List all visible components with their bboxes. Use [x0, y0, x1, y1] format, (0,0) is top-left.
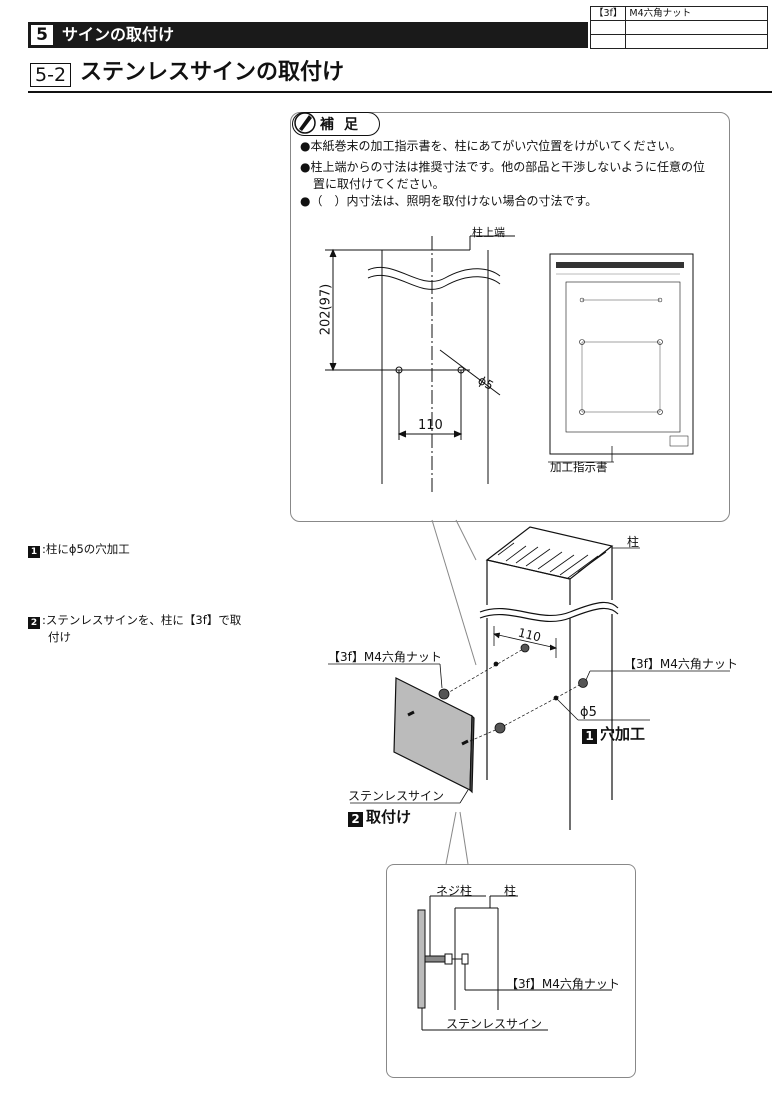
supplement-note-2: ●柱上端からの寸法は推奨寸法です。他の部品と干渉しないように任意の位 [300, 160, 706, 174]
detail-box [386, 864, 636, 1078]
parts-table: 【3f】 M4六角ナット [589, 6, 769, 49]
step-2-text: :ステンレスサインを、柱に【3f】で取 [42, 613, 242, 627]
dimension-horizontal: 110 [418, 418, 443, 433]
stud-label: ネジ柱 [436, 884, 473, 898]
pillar-3d [479, 526, 619, 830]
step-1-text: :柱にϕ5の穴加工 [42, 542, 130, 556]
step-2: 2:ステンレスサインを、柱に【3f】で取 [28, 612, 241, 629]
step-2-badge: 2 [28, 617, 40, 629]
stainless-sign-plate [393, 677, 475, 794]
dimension-vertical: 202(97) [318, 283, 334, 336]
pillar-top-view [325, 235, 515, 492]
section-number: 5 [31, 25, 53, 45]
supplement-note-1: ●本紙巻末の加工指示書を、柱にあてがい穴位置をけがいてください。 [300, 139, 682, 153]
step-2-callout-badge: 2 [348, 812, 363, 827]
nut-label-right: 【3f】M4六角ナット [624, 657, 738, 671]
subsection-number: 5-2 [30, 63, 72, 87]
nut-label-left: 【3f】M4六角ナット [328, 650, 442, 664]
title-rule [28, 91, 772, 93]
supplement-box [290, 112, 730, 522]
supplement-pill [292, 112, 380, 136]
step-1-callout-text: 穴加工 [600, 725, 646, 743]
step-1: 1:柱にϕ5の穴加工 [28, 541, 130, 558]
hole-diameter-main: ϕ5 [580, 705, 597, 720]
section-header-bar [28, 22, 588, 48]
step-1-badge: 1 [28, 546, 40, 558]
parts-table-row [589, 34, 769, 49]
instruction-sheet-thumbnail [548, 253, 694, 463]
pillar-label: 柱 [627, 535, 640, 549]
detail-nut-label: 【3f】M4六角ナット [506, 977, 620, 991]
supplement-note-3: ●（ ）内寸法は、照明を取付けない場合の寸法です。 [300, 194, 598, 208]
section-title: サインの取付け [62, 25, 175, 44]
supplement-label: 補足 [320, 117, 368, 133]
detail-sign-label: ステンレスサイン [446, 1017, 543, 1031]
step-2-callout-text: 取付け [366, 808, 412, 826]
sign-label: ステンレスサイン [348, 789, 445, 803]
pillar-top-label: 柱上端 [472, 226, 505, 239]
sheet-label: 加工指示書 [550, 460, 608, 474]
step-2-cont: 付け [48, 630, 71, 644]
step-1-callout-badge: 1 [582, 729, 597, 744]
parts-table-row [589, 20, 769, 35]
detail-cross-section [417, 895, 612, 1031]
subsection-title: ステンレスサインの取付け [80, 60, 345, 85]
detail-pillar-label: 柱 [504, 884, 517, 898]
supplement-note-2b: 置に取付けてください。 [313, 177, 445, 191]
